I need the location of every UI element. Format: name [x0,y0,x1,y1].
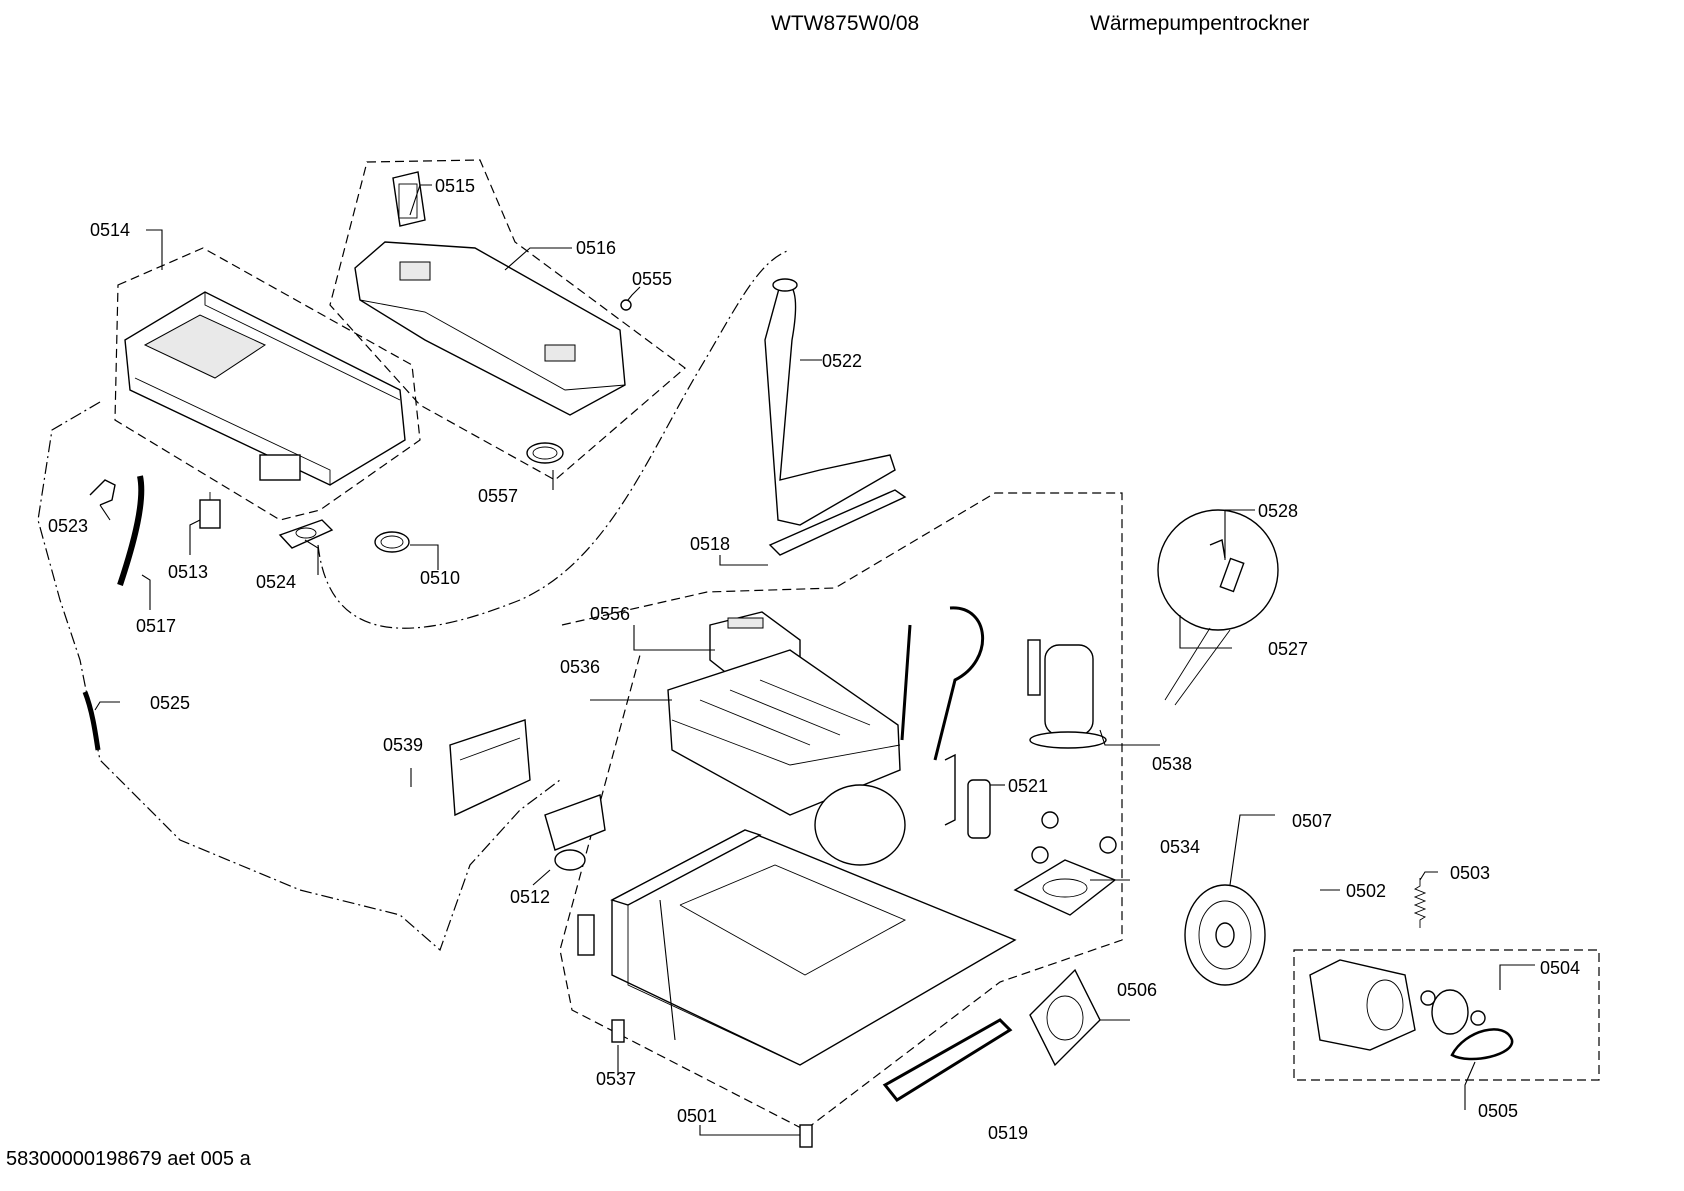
label-0519: 0519 [988,1123,1028,1143]
group-outline-tank-lid [329,159,686,481]
label-0555: 0555 [632,269,672,289]
part-fan-housing [814,784,906,866]
part-cover-plate [449,719,531,817]
part-screw-base [799,1124,813,1148]
part-grille [1029,968,1101,1067]
label-0538: 0538 [1152,754,1192,774]
document-id: 58300000198679 aet 005 a [6,1148,251,1170]
label-0501: 0501 [677,1106,717,1126]
label-0524: 0524 [256,572,296,592]
duct-routing-line [317,249,791,629]
label-0527: 0527 [1268,639,1308,659]
part-screw-small [620,299,632,311]
part-hose-clip [89,479,116,506]
part-fan-wheel [1184,884,1266,986]
group-outline-water-tank [114,247,421,521]
part-screw-foot [611,1019,625,1043]
label-0502: 0502 [1346,881,1386,901]
part-water-tank [124,291,406,486]
label-0537: 0537 [596,1069,636,1089]
label-0521: 0521 [1008,776,1048,796]
label-0517: 0517 [136,616,176,636]
label-0523: 0523 [48,516,88,536]
model-number: WTW875W0/08 [771,12,920,35]
motor-group-outline [1293,949,1600,1081]
part-short-hose [82,691,101,751]
label-0514: 0514 [90,220,130,240]
detail-circle [1157,509,1279,631]
label-0528: 0528 [1258,501,1298,521]
label-0510: 0510 [420,568,460,588]
label-0513: 0513 [168,562,208,582]
hose-routing-line [37,401,561,952]
label-0507: 0507 [1292,811,1332,831]
leader-lines [94,184,1535,1136]
part-gasket [278,519,334,549]
label-0556: 0556 [590,604,630,624]
part-drain-hose [117,475,145,586]
part-valve [544,794,606,871]
part-motor [1309,959,1486,1051]
part-seal-ring [374,531,410,553]
part-side-clip [577,914,595,956]
label-0504: 0504 [1540,958,1580,978]
part-compressor [1027,639,1107,749]
part-labels: 0514 0515 0516 0555 0522 0557 0523 0513 … [48,176,1580,1143]
label-0503: 0503 [1450,863,1490,883]
part-refrigerant-pipe [900,606,984,761]
label-0557: 0557 [478,486,518,506]
part-sensor [1209,539,1245,593]
part-tank-lid [354,241,626,416]
label-0522: 0522 [822,351,862,371]
part-compressor-mount [1013,811,1117,916]
product-type: Wärmepumpentrockner [1090,12,1310,35]
part-sensor-cable [1164,627,1231,706]
part-air-duct [764,278,896,526]
label-0505: 0505 [1478,1101,1518,1121]
label-0525: 0525 [150,693,190,713]
part-seal-strip [768,489,907,556]
label-0512: 0512 [510,887,550,907]
group-outline-base [559,492,1123,1131]
part-spring [1413,878,1427,928]
label-0515: 0515 [435,176,475,196]
label-0516: 0516 [576,238,616,258]
label-0534: 0534 [1160,837,1200,857]
part-base-frame [610,829,1017,1066]
part-flap [392,171,426,227]
label-0539: 0539 [383,735,423,755]
part-capacitor [944,753,991,839]
label-0506: 0506 [1117,980,1157,1000]
label-0536: 0536 [560,657,600,677]
part-frame-seal [882,1018,1013,1102]
part-drive-belt [1450,1028,1514,1061]
part-seal-ring-top [526,442,564,464]
part-pump [199,492,221,529]
part-heat-exchanger [667,649,901,816]
label-0518: 0518 [690,534,730,554]
